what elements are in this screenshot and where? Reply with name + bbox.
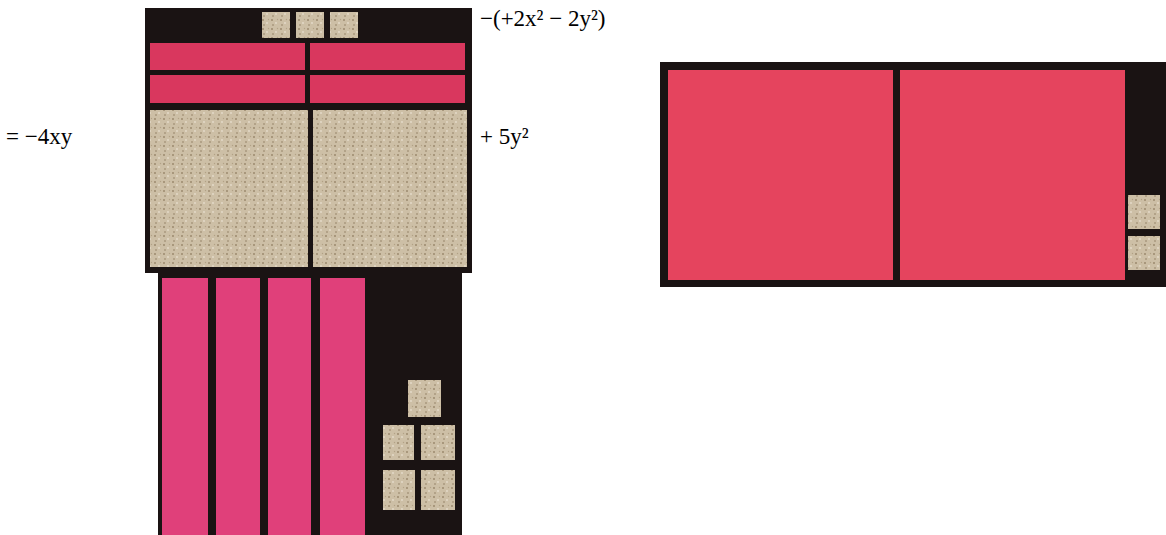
expression-term: + 5y² xyxy=(480,124,529,149)
expression-term: = −4xy xyxy=(6,124,72,149)
tile-photo-right xyxy=(660,62,1166,287)
tile-photo-bottom xyxy=(158,272,462,535)
tile-photo-top xyxy=(145,8,472,273)
expression-term: −(+2x² − 2y²) xyxy=(480,6,606,31)
